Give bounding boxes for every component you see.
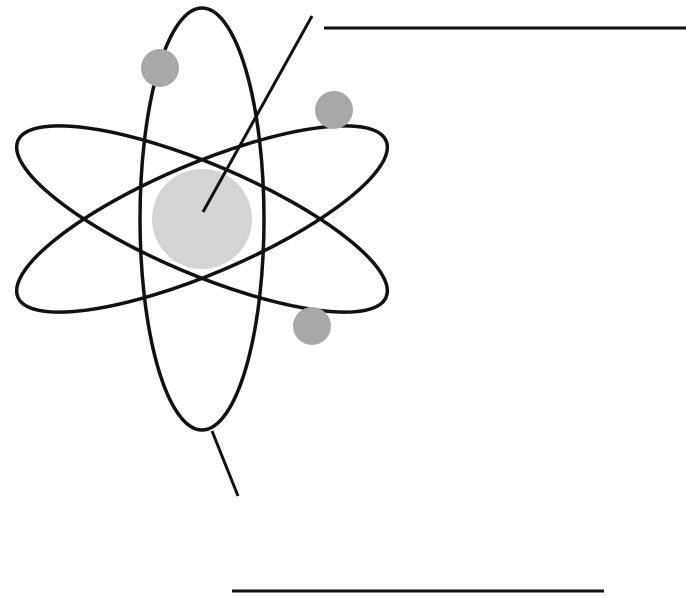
electron-top-left: [141, 49, 179, 87]
electron-bottom-right: [293, 307, 331, 345]
electron-top-right: [315, 91, 353, 129]
orbit-leader-line: [212, 431, 238, 496]
nucleus: [152, 169, 252, 269]
